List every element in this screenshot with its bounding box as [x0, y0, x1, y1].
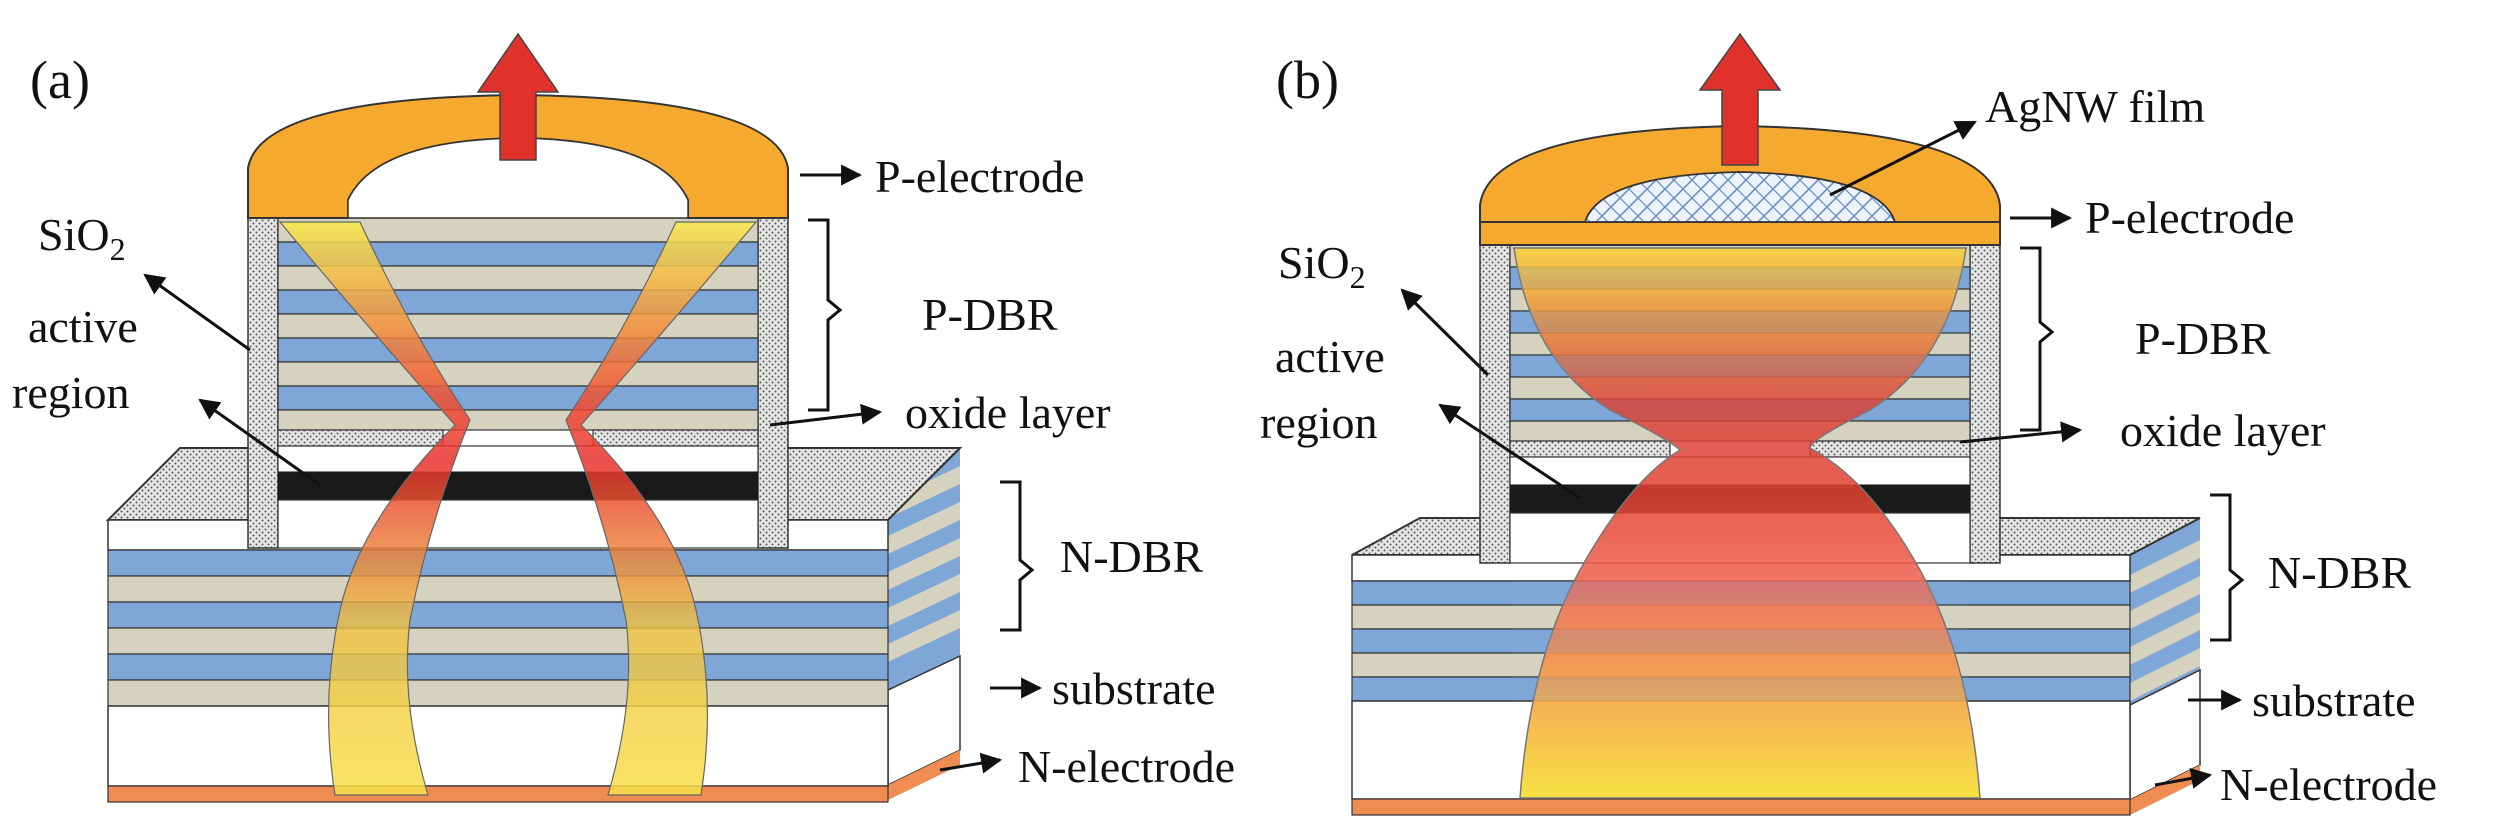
label-n-electrode-b: N-electrode — [2220, 759, 2437, 810]
label-p-dbr-a: P-DBR — [922, 289, 1058, 340]
bracket-n-dbr-a — [1000, 480, 1035, 632]
n-electrode-layer — [107, 785, 889, 803]
leader-agnw-b — [1829, 120, 1977, 197]
panel-b-label: (b) — [1276, 50, 1339, 110]
sio2-left-wall-b — [1479, 244, 1511, 564]
sio2-left-wall — [247, 217, 279, 549]
label-active-a-2: region — [12, 367, 130, 418]
active-region-layer — [278, 472, 758, 500]
leader-n-electrode-b — [2154, 768, 2213, 789]
bracket-n-dbr-b — [2210, 493, 2245, 642]
n-electrode-layer-b — [1351, 798, 2131, 816]
base-side-stripes-b — [2129, 540, 2201, 815]
oxide-left — [277, 429, 444, 447]
leader-oxide-a — [769, 403, 883, 427]
beam-right — [565, 221, 758, 796]
base-side-stripes — [887, 466, 961, 800]
label-agnw-b: AgNW film — [1985, 81, 2205, 132]
agnw-film — [1583, 171, 1897, 223]
leader-active-a — [198, 398, 321, 487]
oxide-left-b — [1509, 440, 1671, 458]
panel-a: (a) — [12, 32, 1235, 803]
beam-left — [278, 221, 471, 796]
label-p-electrode-a: P-electrode — [875, 151, 1084, 202]
label-sio2-b: SiO2 — [1278, 237, 1366, 295]
beam-b-stripes — [1514, 267, 1966, 701]
label-n-dbr-a: N-DBR — [1060, 531, 1203, 582]
label-p-dbr-b: P-DBR — [2135, 313, 2271, 364]
panel-b: (b) — [1260, 32, 2437, 816]
label-sio2-a: SiO2 — [38, 209, 126, 267]
mesa-a — [247, 217, 789, 549]
emission-arrow-a — [476, 32, 560, 161]
oxide-right — [592, 429, 759, 447]
label-p-electrode-b: P-electrode — [2085, 192, 2294, 243]
label-active-b-1: active — [1275, 331, 1385, 382]
label-active-a-1: active — [28, 301, 138, 352]
label-n-dbr-b: N-DBR — [2268, 547, 2411, 598]
sio2-right-wall — [757, 217, 789, 549]
sio2-right-wall-b — [1969, 244, 2001, 564]
beam-b — [1513, 247, 1981, 799]
label-substrate-a: substrate — [1052, 663, 1216, 714]
label-n-electrode-a: N-electrode — [1018, 741, 1235, 792]
bracket-p-dbr-a — [808, 218, 843, 412]
label-active-b-2: region — [1260, 397, 1378, 448]
substrate-layer — [107, 705, 889, 787]
label-oxide-b: oxide layer — [2120, 405, 2326, 456]
leader-oxide-b — [1959, 421, 2083, 444]
n-dbr-front — [107, 519, 889, 707]
label-oxide-a: oxide layer — [905, 387, 1111, 438]
oxide-right-b — [1809, 440, 1971, 458]
leader-active-b — [1438, 403, 1581, 500]
leader-n-electrode-a — [939, 752, 1003, 774]
emission-arrow-b — [1698, 32, 1782, 166]
leader-sio2-b — [1400, 288, 1490, 377]
leader-sio2-a — [143, 273, 251, 352]
bracket-p-dbr-b — [2020, 246, 2055, 432]
panel-a-label: (a) — [30, 50, 90, 110]
label-substrate-b: substrate — [2252, 675, 2416, 726]
